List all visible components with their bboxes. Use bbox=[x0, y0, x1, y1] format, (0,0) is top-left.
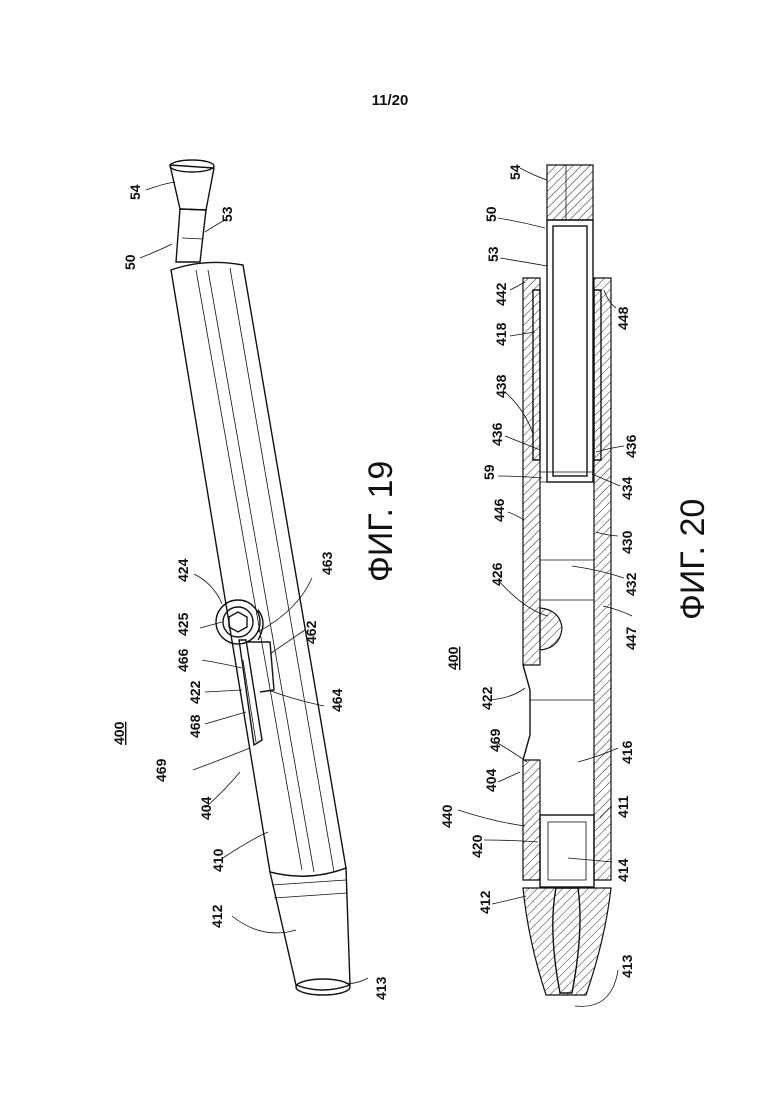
fig20-ref-418: 418 bbox=[493, 322, 509, 346]
fig20-ref-438: 438 bbox=[493, 374, 509, 398]
fig19-ref-404: 404 bbox=[198, 796, 214, 820]
fig20-ref-411: 411 bbox=[615, 795, 631, 818]
fig20-ref-50: 50 bbox=[483, 206, 499, 222]
fig20-tip bbox=[523, 888, 611, 995]
fig19-drawing: 54 53 50 424 425 463 466 462 422 468 464… bbox=[111, 160, 400, 1000]
fig20-ref-434: 434 bbox=[619, 476, 635, 500]
fig19-label: ФИГ. 19 bbox=[362, 461, 400, 582]
fig20-ref-412: 412 bbox=[477, 890, 493, 914]
fig20-ref-426: 426 bbox=[489, 562, 505, 586]
fig20-ref-440: 440 bbox=[439, 804, 455, 828]
fig19-ref-422: 422 bbox=[187, 680, 203, 704]
fig19-ref-462: 462 bbox=[303, 620, 319, 644]
fig19-ref-425: 425 bbox=[175, 612, 191, 636]
fig19-cap bbox=[170, 160, 214, 210]
fig20-ref-442: 442 bbox=[493, 282, 509, 306]
fig20-ref-436b: 436 bbox=[623, 434, 639, 458]
fig19-ref-50: 50 bbox=[122, 254, 138, 270]
fig19-ref-413: 413 bbox=[373, 976, 389, 1000]
fig20-ref-447: 447 bbox=[623, 626, 639, 650]
fig20-insert bbox=[540, 815, 594, 887]
fig20-ref-422: 422 bbox=[479, 686, 495, 710]
fig20-ref-54: 54 bbox=[507, 164, 523, 180]
fig19-ref-463: 463 bbox=[319, 551, 335, 575]
fig19-ref-468: 468 bbox=[187, 714, 203, 738]
fig20-outer-wall-right bbox=[594, 278, 611, 880]
fig20-assembly-ref: 400 bbox=[445, 646, 461, 670]
fig20-ref-432: 432 bbox=[623, 572, 639, 596]
fig20-ref-413: 413 bbox=[619, 954, 635, 978]
fig20-outer-wall-left bbox=[523, 278, 540, 665]
fig20-ref-448: 448 bbox=[615, 306, 631, 330]
fig20-ref-446: 446 bbox=[491, 498, 507, 522]
fig20-drawing: 54 50 53 442 448 418 438 436 436 59 434 … bbox=[439, 164, 712, 1006]
fig20-ref-59: 59 bbox=[481, 464, 497, 480]
fig19-ref-424: 424 bbox=[175, 558, 191, 582]
fig19-tip bbox=[270, 868, 350, 995]
fig19-ref-464: 464 bbox=[329, 688, 345, 712]
fig19-ref-410: 410 bbox=[210, 848, 226, 872]
fig20-lower-wall-left bbox=[523, 760, 540, 880]
fig20-label: ФИГ. 20 bbox=[674, 499, 712, 620]
fig19-assembly-ref: 400 bbox=[111, 721, 127, 745]
fig20-ref-53: 53 bbox=[485, 246, 501, 262]
fig19-slot bbox=[239, 640, 274, 745]
fig20-ref-436a: 436 bbox=[489, 422, 505, 446]
fig20-ref-404: 404 bbox=[483, 768, 499, 792]
fig20-ref-420: 420 bbox=[469, 834, 485, 858]
fig20-shaft bbox=[540, 220, 593, 482]
fig19-ref-54: 54 bbox=[127, 184, 143, 200]
fig20-ref-430: 430 bbox=[619, 530, 635, 554]
fig19-ref-53: 53 bbox=[219, 206, 235, 222]
fig20-ref-416: 416 bbox=[619, 740, 635, 764]
fig19-screw bbox=[216, 600, 263, 644]
fig20-cap bbox=[547, 165, 593, 220]
fig19-shaft bbox=[176, 209, 206, 262]
fig20-ref-469: 469 bbox=[487, 728, 503, 752]
fig19-ref-412: 412 bbox=[209, 904, 225, 928]
fig19-ref-469: 469 bbox=[153, 758, 169, 782]
fig20-ref-414: 414 bbox=[615, 858, 631, 882]
fig19-ref-466: 466 bbox=[175, 648, 191, 672]
